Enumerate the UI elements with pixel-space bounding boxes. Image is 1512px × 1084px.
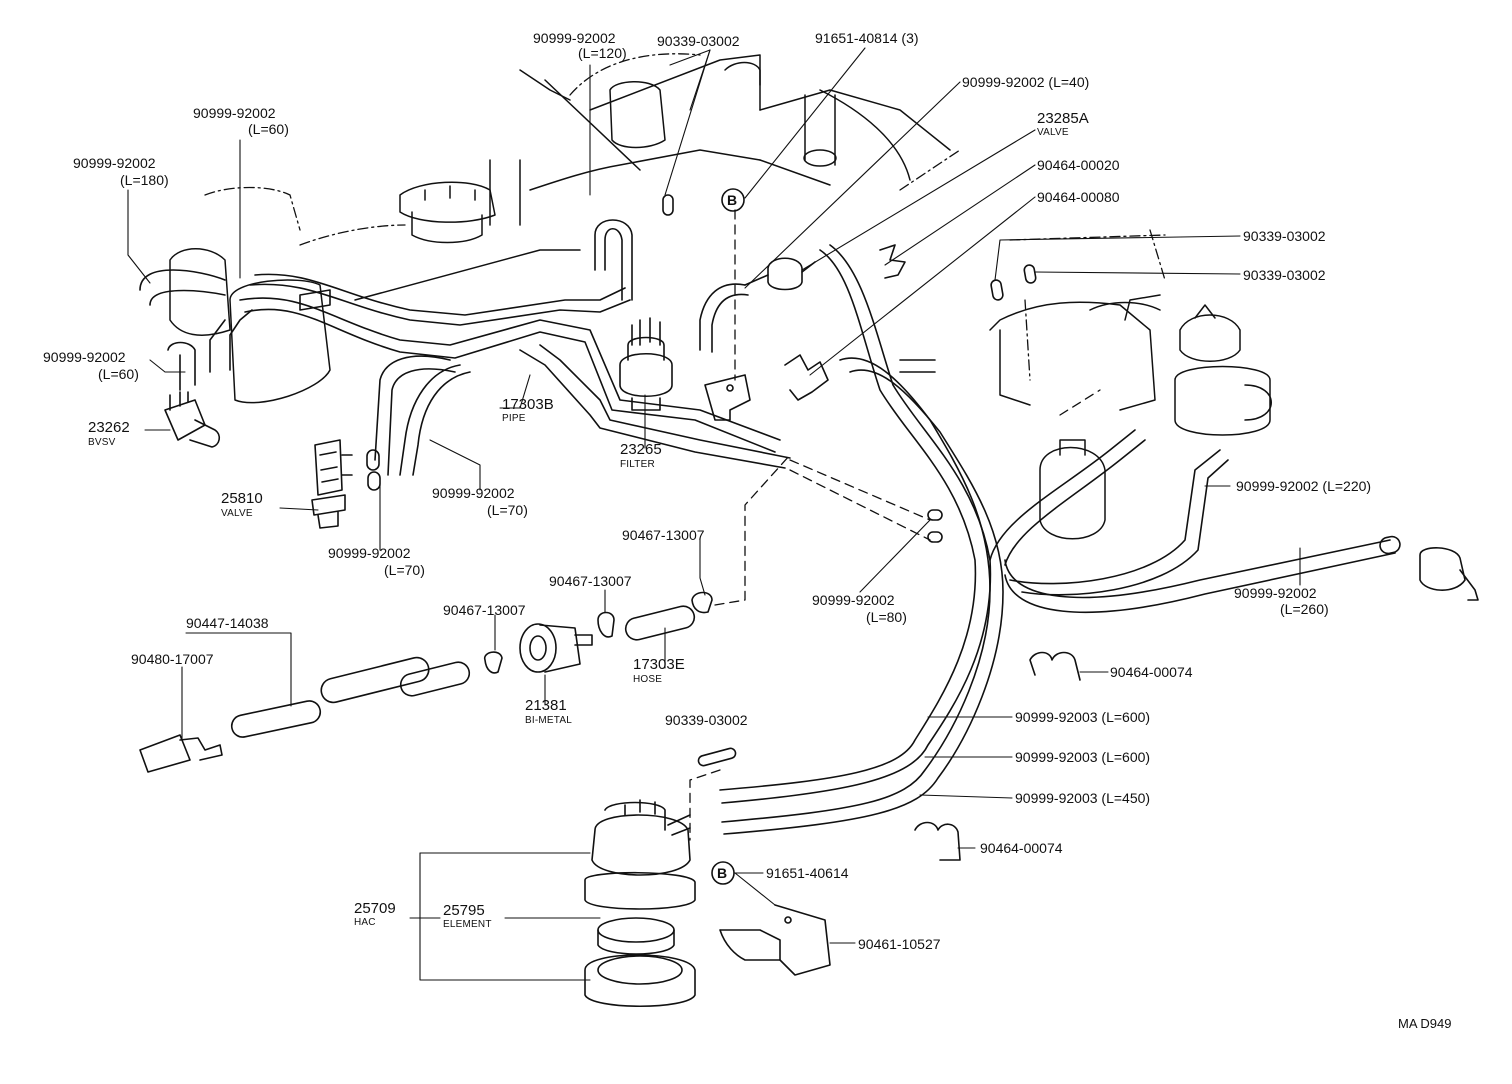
label-90339-03002-r1: 90339-03002: [1243, 228, 1326, 244]
bracket-90461: [719, 904, 831, 976]
label-25709: 25709: [354, 900, 396, 917]
bracket-upper: [704, 374, 751, 421]
diagram-code: MA D949: [1398, 1016, 1452, 1031]
label-90999-92003-l450: 90999-92003 (L=450): [1015, 790, 1151, 806]
label-90467-13007-a: 90467-13007: [443, 602, 526, 618]
label-25810-sub: VALVE: [221, 508, 253, 519]
bvsv-23262: [164, 391, 221, 448]
bimetal-21381: [519, 623, 593, 673]
element-25795: [597, 917, 675, 955]
hose-bundle-upper: [239, 273, 791, 476]
label-l60-mid: (L=60): [98, 366, 139, 382]
label-l70-a: (L=70): [487, 502, 528, 518]
label-17303e: 17303E: [633, 656, 685, 673]
label-23262: 23262: [88, 419, 130, 436]
label-90999-92002-l180: 90999-92002: [73, 155, 156, 171]
leader-lines: [127, 47, 1301, 981]
engine-body: [169, 54, 1272, 540]
label-90447-14038: 90447-14038: [186, 615, 269, 631]
clip-90467-b: [597, 611, 615, 638]
label-91651-40614: 91651-40614: [766, 865, 849, 881]
end-fitting-right: [1419, 547, 1479, 601]
label-90999-92003-l600-b: 90999-92003 (L=600): [1015, 749, 1151, 765]
label-21381: 21381: [525, 697, 567, 714]
label-90999-92002-l40: 90999-92002 (L=40): [962, 74, 1090, 90]
callout-b-upper-letter: B: [727, 192, 738, 208]
label-l260: (L=260): [1280, 601, 1329, 617]
label-90339-03002-low: 90339-03002: [665, 712, 748, 728]
label-90339-03002-r2: 90339-03002: [1243, 267, 1326, 283]
dashed-leaders: [689, 209, 1101, 841]
label-90464-00074-lower: 90464-00074: [980, 840, 1063, 856]
label-l80: (L=80): [866, 609, 907, 625]
label-l180: (L=180): [120, 172, 169, 188]
short-hoses: [139, 219, 749, 476]
label-90464-00080: 90464-00080: [1037, 189, 1120, 205]
sensor-90480: [139, 734, 223, 773]
label-90461-10527: 90461-10527: [858, 936, 941, 952]
label-23265: 23265: [620, 441, 662, 458]
label-23285a: 23285A: [1037, 110, 1089, 127]
label-90464-00074-upper: 90464-00074: [1110, 664, 1193, 680]
hose-stubs: [230, 194, 1401, 767]
hac-base: [584, 954, 696, 1008]
label-l70-b: (L=70): [384, 562, 425, 578]
callout-b-lower-letter: B: [717, 865, 728, 881]
valve-23285a: [744, 257, 816, 291]
label-l60-top: (L=60): [248, 121, 289, 137]
label-17303b-sub: PIPE: [502, 413, 526, 424]
label-25810: 25810: [221, 490, 263, 507]
label-90339-03002-top: 90339-03002: [657, 33, 740, 49]
label-90999-92002-l60-top: 90999-92002: [193, 105, 276, 121]
hac-25709: [584, 799, 696, 910]
label-25795-sub: ELEMENT: [443, 919, 492, 930]
engine-outline: [204, 53, 1166, 381]
label-21381-sub: BI-METAL: [525, 715, 572, 726]
label-23285a-sub: VALVE: [1037, 127, 1069, 138]
label-90999-92002-l60-mid: 90999-92002: [43, 349, 126, 365]
label-90999-92002-l80: 90999-92002: [812, 592, 895, 608]
label-25795: 25795: [443, 902, 485, 919]
label-l120: (L=120): [578, 45, 627, 61]
clip-90467-c: [691, 591, 713, 614]
clip-90467-a: [483, 651, 503, 674]
label-91651-40814: 91651-40814 (3): [815, 30, 919, 46]
label-90999-92003-l600-a: 90999-92003 (L=600): [1015, 709, 1151, 725]
callout-b-upper: [721, 188, 745, 212]
label-90464-00020: 90464-00020: [1037, 157, 1120, 173]
callout-b-lower: [711, 861, 735, 885]
label-90999-92002-l70-a: 90999-92002: [432, 485, 515, 501]
label-17303b: 17303B: [502, 396, 554, 413]
label-90467-13007-c: 90467-13007: [622, 527, 705, 543]
label-23265-sub: FILTER: [620, 459, 655, 470]
label-90999-92002-l70-b: 90999-92002: [328, 545, 411, 561]
label-90999-92002-l220: 90999-92002 (L=220): [1236, 478, 1372, 494]
label-90999-92002-l260: 90999-92002: [1234, 585, 1317, 601]
label-17303e-sub: HOSE: [633, 674, 663, 685]
label-90480-17007: 90480-17007: [131, 651, 214, 667]
hose-clamps: [784, 244, 1081, 861]
filter-23265: [619, 317, 673, 411]
label-90467-13007-b: 90467-13007: [549, 573, 632, 589]
label-90999-92002-l120: 90999-92002: [533, 30, 616, 46]
valve-25810: [311, 439, 353, 529]
label-25709-sub: HAC: [354, 917, 376, 928]
label-23262-sub: BVSV: [88, 437, 116, 448]
hose-bundle-long: [719, 244, 1396, 835]
